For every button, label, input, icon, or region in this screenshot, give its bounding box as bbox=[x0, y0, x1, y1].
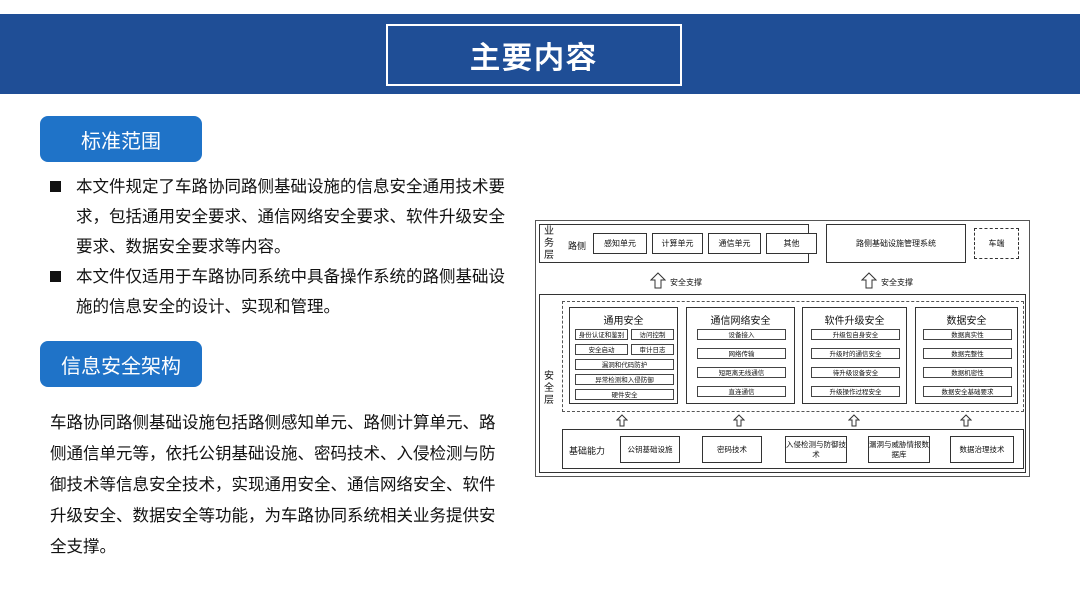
perception-unit-box: 感知单元 bbox=[593, 233, 647, 254]
section-header-architecture: 信息安全架构 bbox=[40, 341, 202, 387]
base-item: 公钥基础设施 bbox=[620, 436, 680, 463]
security-item: 网络传输 bbox=[697, 348, 786, 359]
square-bullet-icon bbox=[50, 271, 61, 282]
security-item: 数据真实性 bbox=[923, 329, 1012, 340]
comm-unit-box: 通信单元 bbox=[708, 233, 761, 254]
other-unit-box: 其他 bbox=[766, 233, 817, 254]
security-item: 短距离无线通信 bbox=[697, 367, 786, 378]
security-functions-group bbox=[562, 301, 1024, 412]
security-item: 直连通信 bbox=[697, 386, 786, 397]
title-box: 主要内容 bbox=[386, 24, 682, 86]
bullet-text: 本文件仅适用于车路协同系统中具备操作系统的路侧基础设施的信息安全的设计、实现和管… bbox=[76, 267, 505, 316]
vehicle-box: 车端 bbox=[974, 228, 1019, 259]
upgrade-security-column: 软件升级安全 升级包自身安全 升级时的通信安全 待升级设备安全 升级操作过程安全 bbox=[802, 307, 907, 404]
bullet-text: 本文件规定了车路协同路侧基础设施的信息安全通用技术要求，包括通用安全要求、通信网… bbox=[76, 177, 505, 256]
column-title: 软件升级安全 bbox=[824, 316, 885, 327]
security-item: 访问控制 bbox=[631, 329, 674, 340]
security-item: 漏洞和代码防护 bbox=[575, 359, 674, 370]
page-title: 主要内容 bbox=[470, 41, 598, 76]
column-title: 通用安全 bbox=[603, 316, 644, 327]
support-label: 安全支撑 bbox=[881, 278, 913, 287]
business-layer-label: 业务层 bbox=[544, 226, 554, 261]
support-label: 安全支撑 bbox=[670, 278, 702, 287]
security-item: 硬件安全 bbox=[575, 389, 674, 400]
security-item: 升级操作过程安全 bbox=[811, 386, 900, 397]
general-security-column: 通用安全 身份认证和鉴别 访问控制 安全启动 审计日志 漏洞和代码防护 异常检测… bbox=[569, 307, 678, 404]
base-item: 漏洞与威胁情报数据库 bbox=[868, 436, 930, 463]
security-layer-label: 安全层 bbox=[544, 371, 554, 406]
up-arrow-icon bbox=[848, 414, 860, 427]
security-item: 数据完整性 bbox=[923, 348, 1012, 359]
security-item: 升级时的通信安全 bbox=[811, 348, 900, 359]
bullet-item: 本文件仅适用于车路协同系统中具备操作系统的路侧基础设施的信息安全的设计、实现和管… bbox=[50, 262, 520, 322]
security-item: 异常检测和入侵防御 bbox=[575, 374, 674, 385]
up-arrow-icon bbox=[733, 414, 745, 427]
column-title: 数据安全 bbox=[946, 316, 987, 327]
security-item: 安全启动 bbox=[575, 344, 628, 355]
base-capability-label: 基础能力 bbox=[569, 447, 606, 457]
architecture-diagram: 业务层 路侧 感知单元 计算单元 通信单元 其他 路侧基础设施管理系统 车端 安… bbox=[535, 220, 1030, 477]
up-arrow-icon bbox=[650, 272, 666, 289]
data-security-column: 数据安全 数据真实性 数据完整性 数据机密性 数据安全基础要求 bbox=[915, 307, 1018, 404]
base-item: 入侵检测与防御技术 bbox=[785, 436, 847, 463]
compute-unit-box: 计算单元 bbox=[652, 233, 703, 254]
security-item: 身份认证和鉴别 bbox=[575, 329, 628, 340]
bullet-list: 本文件规定了车路协同路侧基础设施的信息安全通用技术要求，包括通用安全要求、通信网… bbox=[50, 172, 520, 322]
security-item: 数据安全基础要求 bbox=[923, 386, 1012, 397]
bullet-item: 本文件规定了车路协同路侧基础设施的信息安全通用技术要求，包括通用安全要求、通信网… bbox=[50, 172, 520, 262]
security-item: 审计日志 bbox=[631, 344, 674, 355]
column-title: 通信网络安全 bbox=[710, 316, 771, 327]
network-security-column: 通信网络安全 设备接入 网络传输 短距离无线通信 直连通信 bbox=[686, 307, 795, 404]
security-item: 升级包自身安全 bbox=[811, 329, 900, 340]
security-item: 设备接入 bbox=[697, 329, 786, 340]
up-arrow-icon bbox=[960, 414, 972, 427]
up-arrow-icon bbox=[861, 272, 877, 289]
section-header-scope: 标准范围 bbox=[40, 116, 202, 162]
architecture-paragraph: 车路协同路侧基础设施包括路侧感知单元、路侧计算单元、路侧通信单元等，依托公钥基础… bbox=[50, 413, 496, 556]
header-band bbox=[0, 14, 1080, 94]
security-item: 待升级设备安全 bbox=[811, 367, 900, 378]
security-item: 数据机密性 bbox=[923, 367, 1012, 378]
base-item: 数据治理技术 bbox=[950, 436, 1014, 463]
base-item: 密码技术 bbox=[702, 436, 762, 463]
roadside-label: 路侧 bbox=[568, 242, 587, 252]
mgmt-system-box: 路侧基础设施管理系统 bbox=[826, 224, 966, 263]
square-bullet-icon bbox=[50, 181, 61, 192]
up-arrow-icon bbox=[616, 414, 628, 427]
